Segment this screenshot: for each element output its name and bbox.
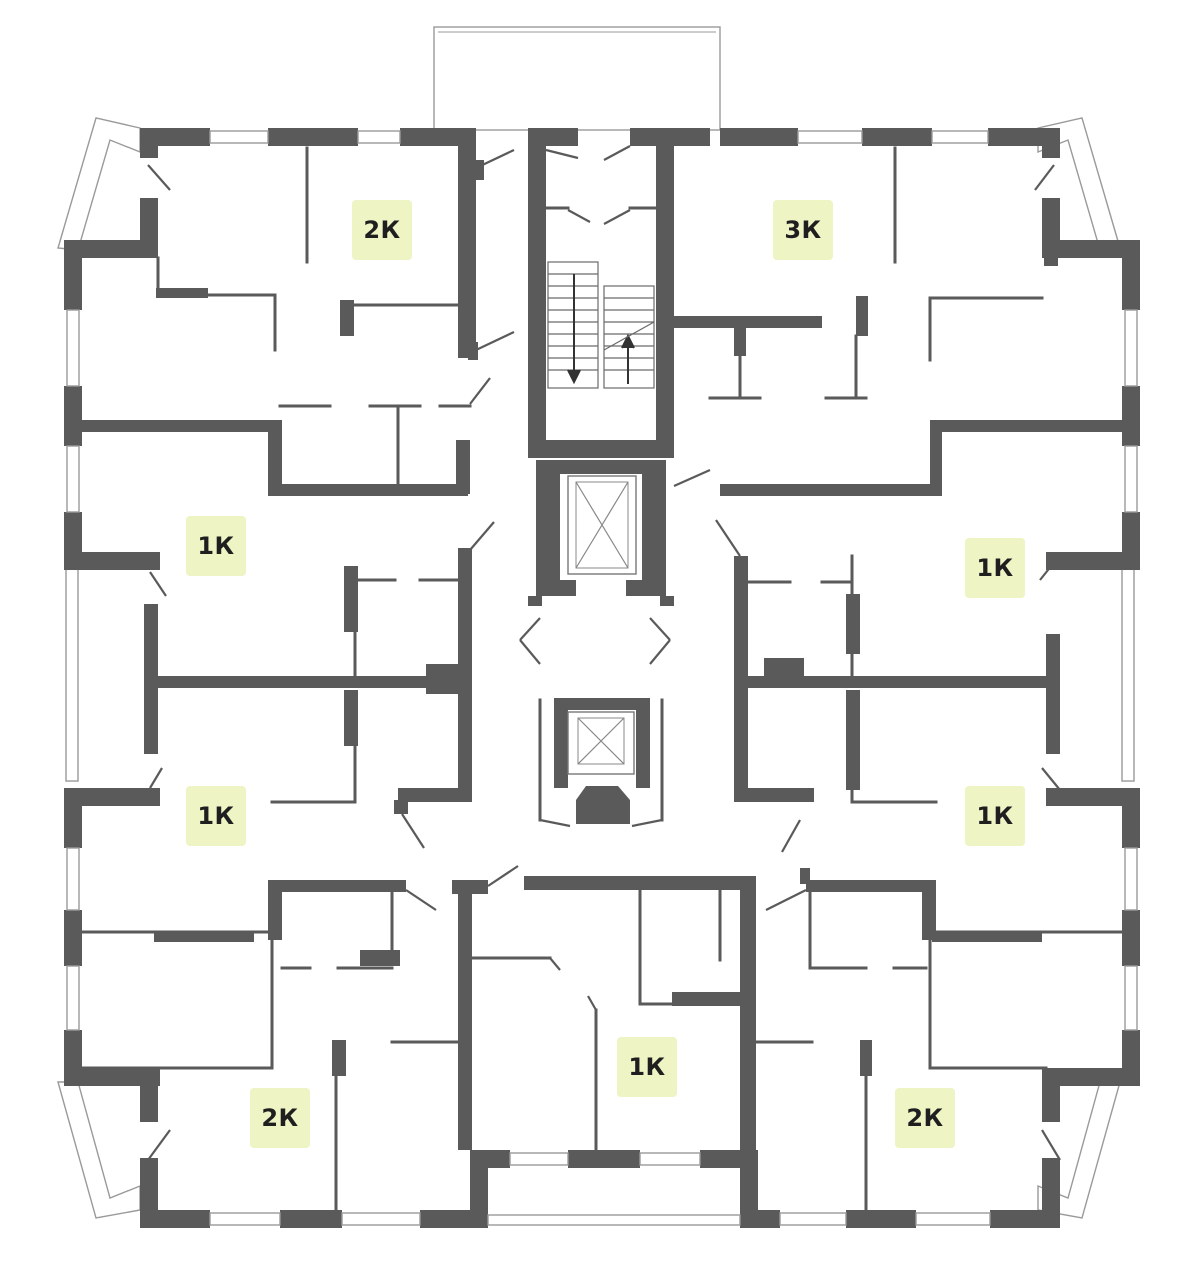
- apartment-nw-walls: [82, 146, 515, 496]
- apartment-se-walls: [754, 1040, 1061, 1212]
- apartment-badge-e-upper[interactable]: 1К: [965, 538, 1025, 598]
- apartment-badge-e-lower[interactable]: 1К: [965, 786, 1025, 846]
- apartment-badge-w-lower[interactable]: 1К: [186, 786, 246, 846]
- apartment-badge-s-center[interactable]: 1К: [617, 1037, 677, 1097]
- apartment-w-lower-walls: [80, 690, 472, 1070]
- arrow-down-icon: [567, 274, 581, 385]
- x-box-icon: [577, 717, 625, 765]
- exterior-walls: [64, 128, 1140, 1228]
- apartment-badge-w-upper[interactable]: 1К: [186, 516, 246, 576]
- x-box-icon: [575, 481, 629, 569]
- apartment-badge-nw[interactable]: 2К: [352, 200, 412, 260]
- apartment-w-upper-walls: [144, 521, 495, 798]
- top-balcony: [433, 26, 721, 131]
- apartment-e-upper-walls: [715, 519, 1060, 802]
- apartment-ne-walls: [656, 128, 1140, 496]
- apartment-s-center-walls: [452, 865, 756, 1166]
- building-core: [519, 128, 674, 828]
- apartment-badge-sw[interactable]: 2К: [250, 1088, 310, 1148]
- apartment-sw-walls: [80, 1040, 460, 1212]
- bay-windows: [57, 117, 1135, 1219]
- apartment-e-lower-walls: [734, 690, 1124, 1070]
- apartment-badge-se[interactable]: 2К: [895, 1088, 955, 1148]
- apartment-badge-ne[interactable]: 3К: [773, 200, 833, 260]
